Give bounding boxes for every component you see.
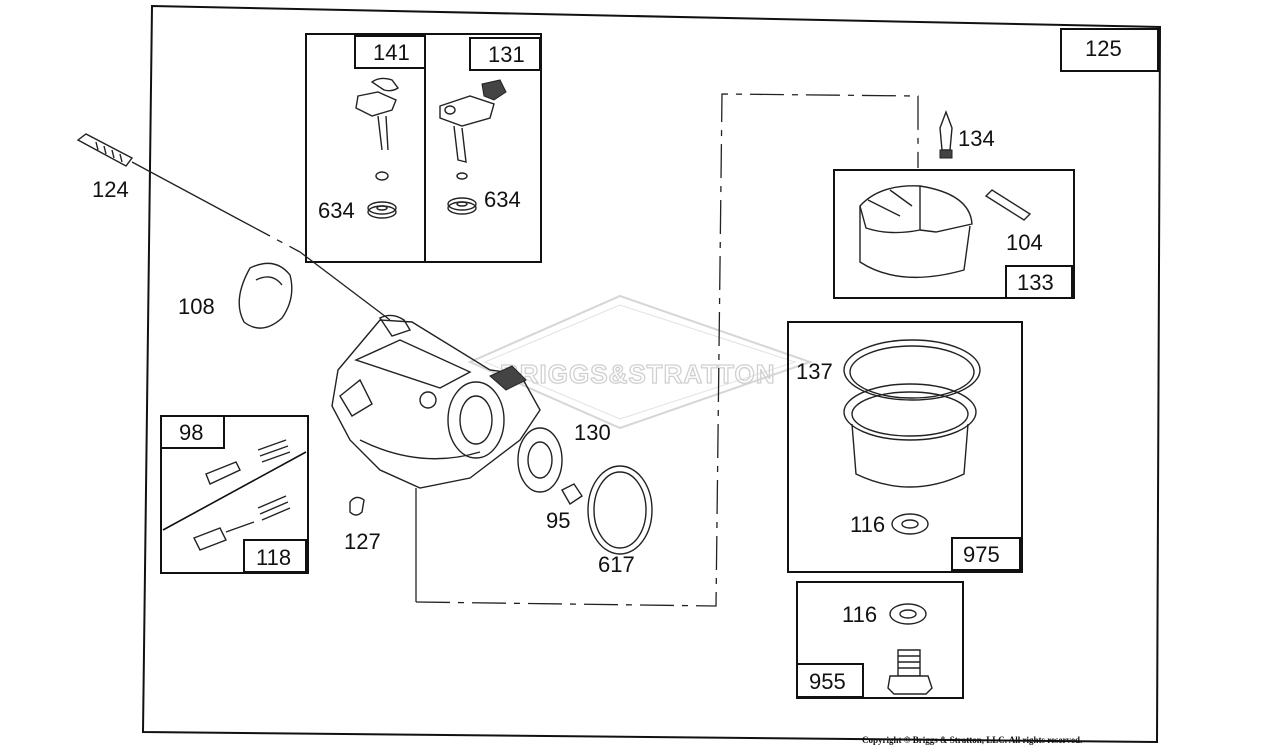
kit-133-label: 133 <box>1017 270 1054 295</box>
kit-118-label: 118 <box>256 545 291 570</box>
bowl-nut-icon <box>887 649 933 695</box>
callout-116-a: 116 <box>850 512 885 537</box>
main-ref-label: 125 <box>1085 36 1122 61</box>
diagram-frame <box>141 4 1162 744</box>
pin-104-icon: 104 <box>984 189 1043 255</box>
kit-955-label: 955 <box>809 669 846 694</box>
callout-617: 617 <box>598 552 635 577</box>
needle-valve-icon-left <box>367 201 397 219</box>
part-617-icon: 617 <box>587 465 653 577</box>
kit-98-label: 98 <box>179 420 203 445</box>
connection-line <box>415 93 919 607</box>
kit-975-label: 975 <box>963 542 1000 567</box>
gasket-108-icon: 108 <box>178 262 293 329</box>
watermark-text: BRIGGS&STRATTON <box>500 359 775 389</box>
callout-108: 108 <box>178 294 215 319</box>
callout-95: 95 <box>546 508 570 533</box>
kit-131-label: 131 <box>488 42 525 67</box>
kit-955-group: 955 116 <box>796 581 964 699</box>
callout-124: 124 <box>92 177 129 202</box>
float-lever-icon <box>355 77 400 181</box>
idle-screw-icon <box>205 439 291 485</box>
throttle-shaft-group: 124 <box>76 133 391 321</box>
callout-127: 127 <box>344 529 381 554</box>
callout-116-b: 116 <box>842 602 877 627</box>
kit-141-label: 141 <box>373 40 410 65</box>
bowl-gasket-137-icon <box>843 339 981 401</box>
needle-valve-icon-right <box>447 197 477 215</box>
part-127-icon: 127 <box>344 496 381 554</box>
washer-116-icon-b <box>889 603 927 625</box>
callout-134: 134 <box>958 126 995 151</box>
callout-104: 104 <box>1006 230 1043 255</box>
kit-98-118-group: 98 118 <box>160 415 309 574</box>
callout-130: 130 <box>574 420 611 445</box>
mixture-screw-icon <box>193 495 291 551</box>
kit-133-group: 133 104 <box>833 169 1075 299</box>
carburetor-body-icon <box>331 314 541 489</box>
watermark-logo: BRIGGS&STRATTON <box>467 294 814 430</box>
main-ref-box: 125 <box>1060 28 1159 72</box>
copyright-text: Copyright © Briggs & Stratton, LLC. All … <box>862 735 1082 745</box>
float-bowl-icon <box>843 383 977 488</box>
washer-116-icon-a <box>891 513 929 535</box>
callout-137: 137 <box>796 359 833 384</box>
inlet-needle-134-icon: 134 <box>939 110 995 159</box>
part-130-icon: 130 <box>517 420 611 493</box>
part-95-icon: 95 <box>546 483 583 533</box>
callout-634-right: 634 <box>484 187 521 212</box>
kit-141-131-group: 141 131 634 634 <box>305 33 542 263</box>
float-133-icon <box>859 185 973 278</box>
float-bracket-icon <box>439 79 507 180</box>
callout-634-left: 634 <box>318 198 355 223</box>
kit-975-group: 975 137 116 <box>787 321 1023 573</box>
